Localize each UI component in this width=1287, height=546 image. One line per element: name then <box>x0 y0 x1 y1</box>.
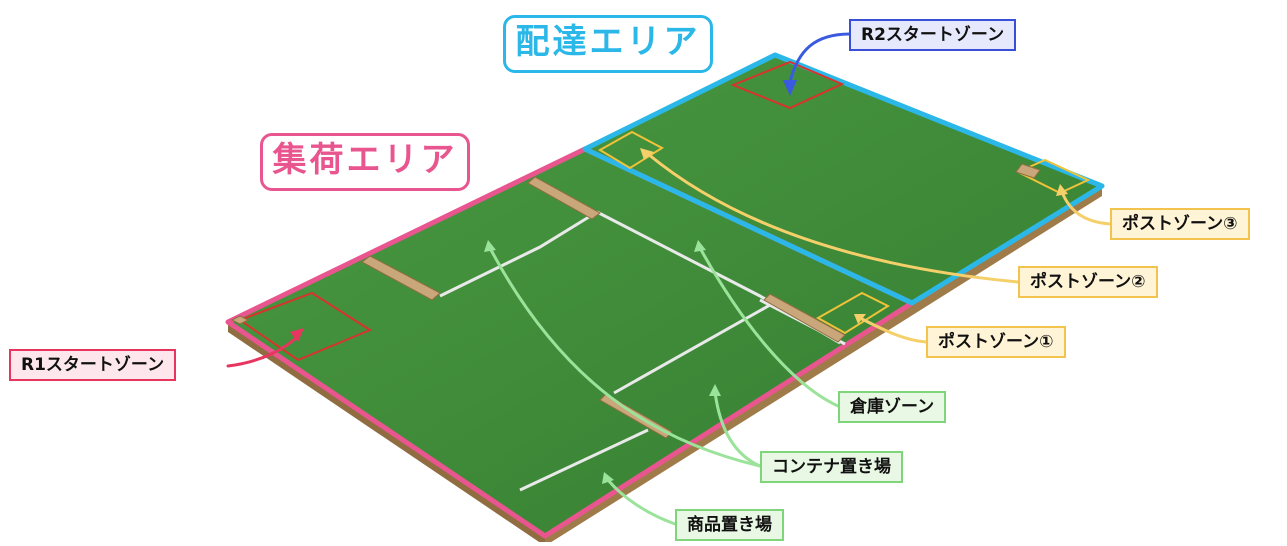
wall <box>763 293 846 343</box>
r1-start-zone-label: R1スタートゾーン <box>9 349 177 381</box>
arrowhead-post-zone-1 <box>854 314 866 324</box>
arrowhead-r1-start <box>290 328 304 342</box>
wall <box>361 255 441 301</box>
arrowhead-container-1 <box>484 240 496 252</box>
post-zone-2-outline <box>598 130 664 170</box>
arrow-post-zone-1 <box>858 316 928 344</box>
container-area-label: コンテナ置き場 <box>760 451 903 483</box>
arrow-product-area <box>606 478 677 526</box>
post-zone-1-label: ポストゾーン① <box>926 326 1066 358</box>
arrowhead-post-zone-2 <box>640 148 654 160</box>
delivery-area-outline <box>582 52 1105 306</box>
post-zone-2-label: ポストゾーン② <box>1018 266 1158 298</box>
r1-start-zone <box>237 291 373 362</box>
arrowhead-warehouse-zone <box>694 240 706 252</box>
r2-start-zone-label: R2スタートゾーン <box>849 19 1017 51</box>
arrowhead-product-area <box>602 472 614 484</box>
arrow-container-1 <box>488 246 762 468</box>
r2-start-zone <box>730 60 845 110</box>
arrowhead-container-2 <box>709 384 721 396</box>
post-zone-3-outline <box>1015 158 1091 195</box>
arrow-warehouse-zone <box>698 246 840 408</box>
warehouse-zone-label: 倉庫ゾーン <box>838 391 947 423</box>
post-zone-3-label: ポストゾーン③ <box>1110 208 1250 240</box>
post-zone-1-outline <box>815 291 891 335</box>
arrow-container-2 <box>713 390 762 468</box>
field-surface <box>228 55 1102 536</box>
collection-area-title: 集荷エリア <box>260 133 470 191</box>
arrowhead-r2-start <box>783 80 797 96</box>
wall <box>1015 163 1041 179</box>
delivery-area-title: 配達エリア <box>503 15 713 73</box>
wall <box>527 176 601 220</box>
product-area-label: 商品置き場 <box>675 509 784 541</box>
wall <box>230 315 250 325</box>
arrowhead-post-zone-3 <box>1056 184 1068 196</box>
arrow-r1-start <box>226 334 300 368</box>
arrow-post-zone-3 <box>1060 190 1112 226</box>
arrow-r2-start <box>788 32 852 84</box>
arrow-post-zone-2 <box>646 152 1020 284</box>
